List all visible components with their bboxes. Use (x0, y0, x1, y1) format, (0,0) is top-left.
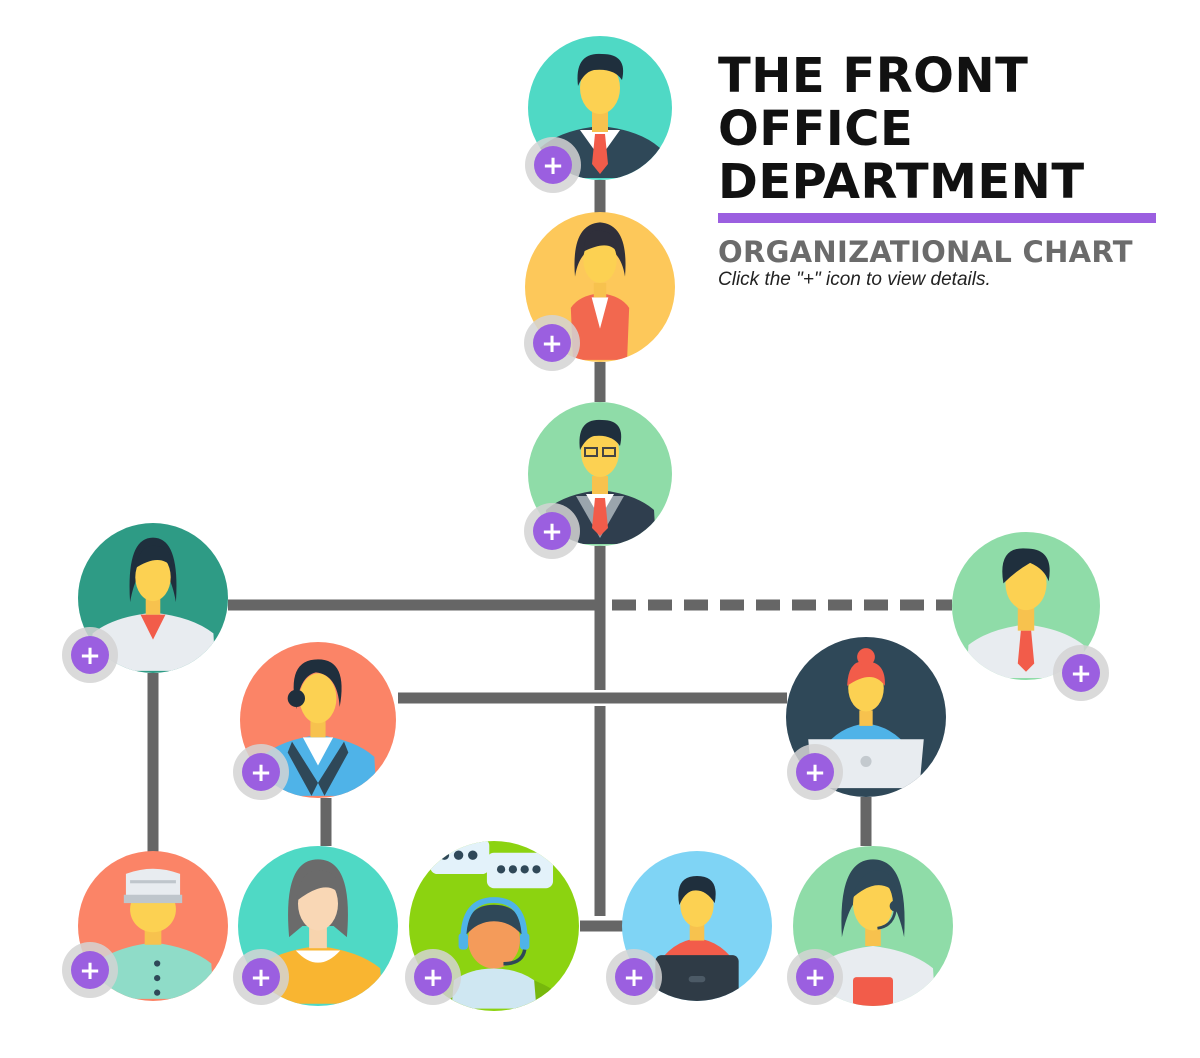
node-bellboy: + (62, 851, 228, 1001)
button-circle (796, 958, 834, 996)
button-circle (71, 951, 109, 989)
details-button-top-manager[interactable]: + (525, 137, 581, 193)
plus-icon: + (422, 963, 444, 993)
plus-icon: + (804, 963, 826, 993)
details-button-mid-right-supervisor[interactable]: + (787, 744, 843, 800)
node-top-manager: + (525, 36, 672, 193)
button-circle (242, 753, 280, 791)
details-button-mid-left-supervisor[interactable]: + (233, 744, 289, 800)
title-line-2: OFFICE (718, 101, 914, 157)
node-telephone-operator: + (787, 846, 953, 1006)
node-second-manager: + (524, 212, 675, 371)
plus-icon: + (1070, 659, 1092, 689)
details-button-left-supervisor[interactable]: + (62, 627, 118, 683)
button-circle (534, 146, 572, 184)
title-line-3: DEPARTMENT (718, 154, 1085, 210)
details-button-bellboy[interactable]: + (62, 942, 118, 998)
plus-icon: + (79, 956, 101, 986)
details-button-front-office-manager[interactable]: + (524, 503, 580, 559)
details-button-call-operator[interactable]: + (405, 949, 461, 1005)
node-front-office-manager: + (524, 402, 672, 559)
node-mid-left-supervisor: + (233, 642, 396, 800)
plus-icon: + (541, 517, 563, 547)
button-circle (414, 958, 452, 996)
details-button-telephone-operator[interactable]: + (787, 949, 843, 1005)
details-button-receptionist[interactable]: + (233, 949, 289, 1005)
plus-icon: + (542, 151, 564, 181)
node-reservation-agent: + (606, 851, 772, 1005)
button-circle (533, 324, 571, 362)
title-underline (718, 213, 1156, 223)
details-button-second-manager[interactable]: + (524, 315, 580, 371)
button-circle (796, 753, 834, 791)
node-left-supervisor: + (62, 523, 228, 683)
node-right-assistant: + (952, 532, 1109, 701)
node-mid-right-supervisor: + (786, 637, 946, 800)
plus-icon: + (541, 329, 563, 359)
plus-icon: + (804, 758, 826, 788)
button-circle (71, 636, 109, 674)
plus-icon: + (79, 641, 101, 671)
plus-icon: + (623, 963, 645, 993)
title-line-1: THE FRONT (718, 48, 1029, 104)
button-circle (242, 958, 280, 996)
header: THE FRONT OFFICE DEPARTMENT ORGANIZATION… (718, 50, 1158, 291)
button-circle (533, 512, 571, 550)
node-call-operator: + (405, 841, 579, 1011)
button-circle (1062, 654, 1100, 692)
plus-icon: + (250, 758, 272, 788)
connector-lines (147, 180, 952, 932)
button-circle (615, 958, 653, 996)
nodes-layer: + + + + + + + + + + + + (62, 36, 1109, 1011)
details-button-reservation-agent[interactable]: + (606, 949, 662, 1005)
node-receptionist: + (233, 846, 398, 1006)
details-button-right-assistant[interactable]: + (1053, 645, 1109, 701)
subtitle: ORGANIZATIONAL CHART (718, 235, 1133, 269)
plus-icon: + (250, 963, 272, 993)
instruction-text: Click the "+" icon to view details. (718, 269, 991, 290)
